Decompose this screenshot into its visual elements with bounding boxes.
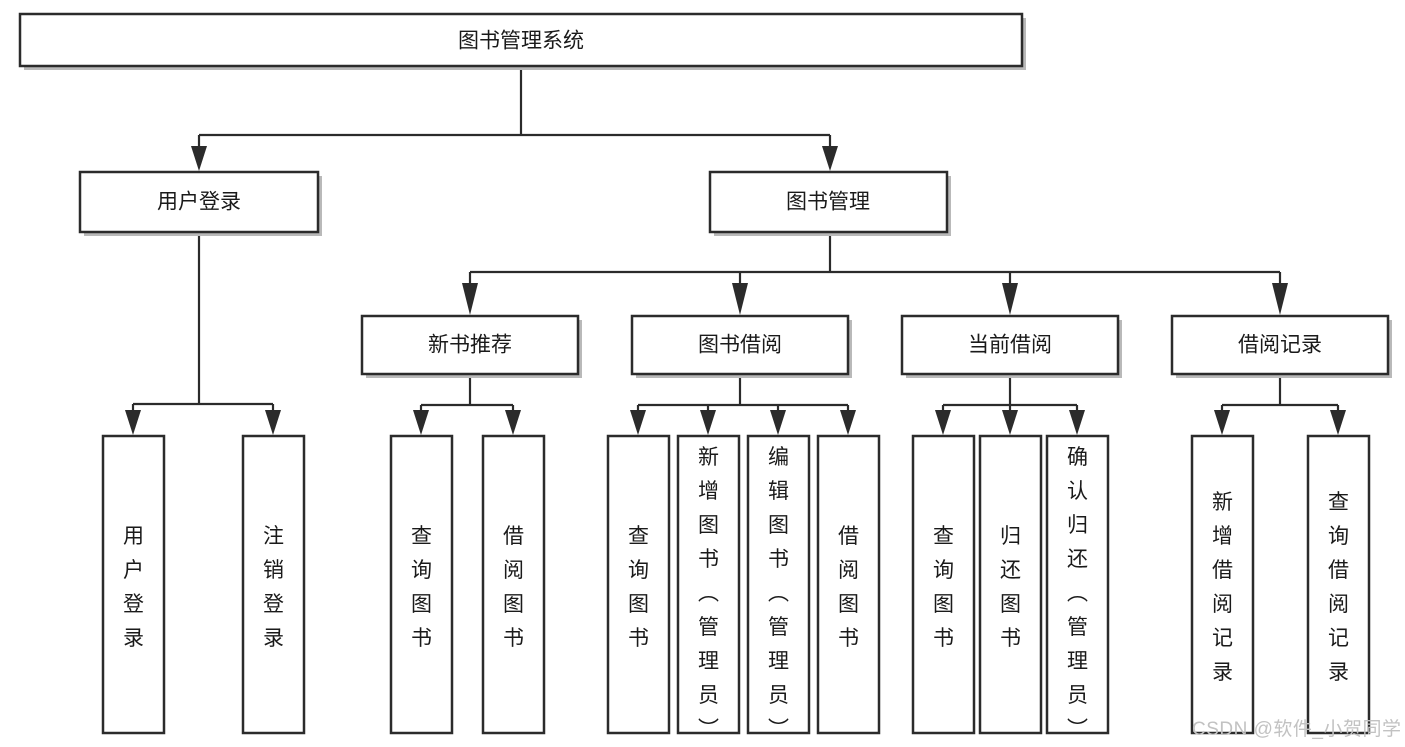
arrow-head-leaf-user-login (125, 410, 141, 435)
node-leaf-query-book-1[interactable]: 查询图书 (389, 434, 454, 735)
leaf-query-book-3-box (911, 434, 976, 735)
new-book-recommend-box (360, 314, 580, 376)
leaf-borrow-book-2-box (816, 434, 881, 735)
leaf-borrow-book-2-label: 借阅图书 (838, 525, 859, 650)
leaf-borrow-book-1-label: 借阅图书 (503, 525, 524, 650)
leaf-add-record-label: 新增借阅记录 (1212, 491, 1233, 684)
current-borrow-box (900, 314, 1120, 376)
arrow-head-leaf-query-book-1 (413, 410, 429, 435)
leaf-user-login-label: 用户登录 (123, 525, 144, 650)
arrow-head-leaf-edit-book (770, 410, 786, 435)
csdn-watermark: CSDN @软件_小贺同学 (1192, 719, 1402, 740)
arrow-head-current-borrow (1002, 283, 1018, 315)
book-manage-label: 图书管理 (786, 191, 870, 214)
leaf-add-book-label: 新增图书︵管理员︶ (698, 446, 719, 741)
node-leaf-borrow-book-1[interactable]: 借阅图书 (481, 434, 546, 735)
book-borrow-box (630, 314, 850, 376)
node-new-book-recommend[interactable]: 新书推荐 (360, 314, 582, 378)
arrow-head-leaf-borrow-book-2 (840, 410, 856, 435)
node-leaf-user-login[interactable]: 用户登录 (101, 434, 166, 735)
leaf-user-logout-box (241, 434, 306, 735)
leaf-query-book-2-label: 查询图书 (628, 525, 649, 650)
arrow-head-leaf-query-record (1330, 410, 1346, 435)
node-user-login[interactable]: 用户登录 (78, 170, 322, 236)
node-current-borrow[interactable]: 当前借阅 (900, 314, 1122, 378)
node-leaf-query-book-2[interactable]: 查询图书 (606, 434, 671, 735)
leaf-user-logout-label: 注销登录 (263, 525, 284, 650)
node-leaf-query-book-3[interactable]: 查询图书 (911, 434, 976, 735)
arrow-head-leaf-add-book (700, 410, 716, 435)
borrow-record-box (1170, 314, 1390, 376)
arrow-head-new-book-recommend (462, 283, 478, 315)
node-leaf-return-book[interactable]: 归还图书 (978, 434, 1043, 735)
book-manage-box (708, 170, 949, 234)
node-leaf-borrow-book-2[interactable]: 借阅图书 (816, 434, 881, 735)
root-box (18, 12, 1024, 68)
leaf-confirm-return-box (1045, 434, 1110, 735)
leaf-return-book-label: 归还图书 (1000, 525, 1021, 650)
node-leaf-edit-book[interactable]: 编辑图书︵管理员︶ (746, 434, 811, 741)
node-leaf-confirm-return[interactable]: 确认归还︵管理员︶ (1045, 434, 1110, 741)
book-borrow-label: 图书借阅 (698, 334, 782, 357)
node-leaf-user-logout[interactable]: 注销登录 (241, 434, 306, 735)
edge-layer (125, 68, 1346, 435)
node-book-manage[interactable]: 图书管理 (708, 170, 951, 236)
arrow-head-leaf-query-book-2 (630, 410, 646, 435)
new-book-recommend-label: 新书推荐 (428, 334, 512, 357)
user-login-box (78, 170, 320, 234)
borrow-record-label: 借阅记录 (1238, 334, 1322, 357)
leaf-query-book-3-label: 查询图书 (933, 525, 954, 650)
leaf-edit-book-label: 编辑图书︵管理员︶ (768, 446, 789, 741)
arrow-head-leaf-confirm-return (1069, 410, 1085, 435)
arrow-head-leaf-borrow-book-1 (505, 410, 521, 435)
node-leaf-add-book[interactable]: 新增图书︵管理员︶ (676, 434, 741, 741)
leaf-add-book-box (676, 434, 741, 735)
arrow-head-book-borrow (732, 283, 748, 315)
arrow-head-leaf-add-record (1214, 410, 1230, 435)
leaf-user-login-box (101, 434, 166, 735)
leaf-confirm-return-label: 确认归还︵管理员︶ (1067, 446, 1088, 741)
current-borrow-label: 当前借阅 (968, 334, 1052, 357)
arrow-head-leaf-user-logout (265, 410, 281, 435)
leaf-edit-book-box (746, 434, 811, 735)
leaf-query-book-1-label: 查询图书 (411, 525, 432, 650)
node-root[interactable]: 图书管理系统 (18, 12, 1026, 70)
leaf-query-record-label: 查询借阅记录 (1328, 491, 1349, 684)
node-book-borrow[interactable]: 图书借阅 (630, 314, 852, 378)
node-leaf-add-record[interactable]: 新增借阅记录 (1190, 434, 1255, 735)
leaf-borrow-book-1-box (481, 434, 546, 735)
root-label: 图书管理系统 (458, 30, 584, 53)
leaf-add-record-box (1190, 434, 1255, 735)
user-login-label: 用户登录 (157, 191, 241, 214)
arrow-head-leaf-query-book-3 (935, 410, 951, 435)
arrow-head-borrow-record (1272, 283, 1288, 315)
leaf-query-record-box (1306, 434, 1371, 735)
leaf-return-book-box (978, 434, 1043, 735)
leaf-query-book-1-box (389, 434, 454, 735)
arrow-head-book-manage (822, 146, 838, 171)
arrow-head-user-login (191, 146, 207, 171)
leaf-query-book-2-box (606, 434, 671, 735)
arrow-head-leaf-return-book (1002, 410, 1018, 435)
node-leaf-query-record[interactable]: 查询借阅记录 (1306, 434, 1371, 735)
node-borrow-record[interactable]: 借阅记录 (1170, 314, 1392, 378)
